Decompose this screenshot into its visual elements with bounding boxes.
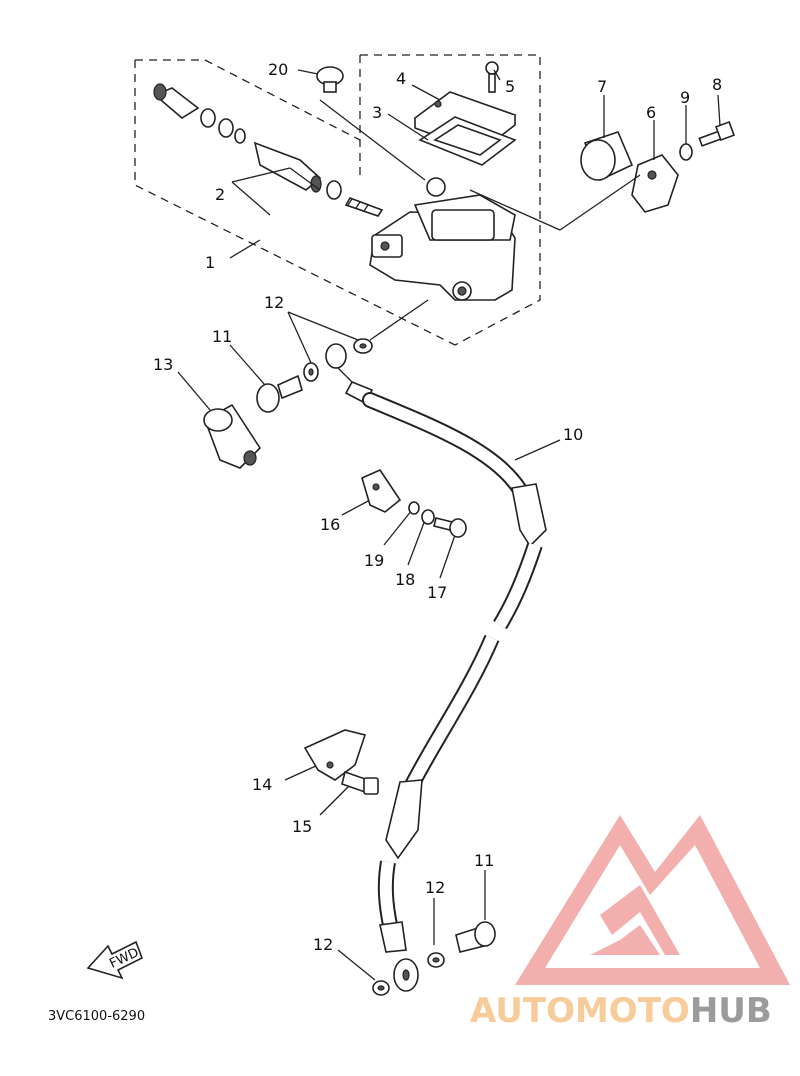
callout: 1 bbox=[205, 253, 215, 272]
callout: 19 bbox=[364, 551, 384, 570]
clamp-screw bbox=[433, 517, 467, 538]
automotohub-logo: AUTOMOTOHUB bbox=[470, 815, 790, 1031]
lever-washer bbox=[679, 143, 693, 161]
callout: 20 bbox=[268, 60, 288, 79]
washer-lower-2 bbox=[372, 980, 390, 996]
callout: 11 bbox=[474, 851, 494, 870]
callout: 11 bbox=[212, 327, 232, 346]
clamp-washer bbox=[408, 501, 420, 515]
leader-lines bbox=[177, 69, 721, 981]
diagram-code: 3VC6100-6290 bbox=[48, 1009, 145, 1024]
diaphragm bbox=[418, 116, 517, 166]
callout-labels: 20 4 5 3 7 6 9 8 2 1 12 11 13 10 16 19 1… bbox=[153, 60, 722, 954]
callout: 17 bbox=[427, 583, 447, 602]
logo-brand-prefix: AUTOMOTO bbox=[470, 991, 690, 1031]
callout: 2 bbox=[215, 185, 225, 204]
lever-bolt bbox=[698, 121, 735, 147]
callout: 3 bbox=[372, 103, 382, 122]
logo-wordmark: AUTOMOTOHUB bbox=[470, 991, 772, 1031]
callout: 4 bbox=[396, 69, 406, 88]
assembly-boundary-master-cylinder bbox=[134, 54, 541, 346]
lever-holder-cover bbox=[580, 131, 634, 182]
callout: 8 bbox=[712, 75, 722, 94]
callout: 13 bbox=[153, 355, 173, 374]
callout: 12 bbox=[425, 878, 445, 897]
clamp-spring-washer bbox=[421, 509, 435, 525]
piston-kit bbox=[153, 83, 384, 217]
callout: 10 bbox=[563, 425, 583, 444]
cap-screw bbox=[485, 61, 499, 93]
callout: 12 bbox=[313, 935, 333, 954]
hose-clamp-lower bbox=[303, 729, 367, 781]
clamp-bolt bbox=[341, 770, 379, 795]
bolt-cap bbox=[203, 403, 262, 469]
callout: 9 bbox=[680, 88, 690, 107]
callout: 16 bbox=[320, 515, 340, 534]
washer-upper-2 bbox=[303, 362, 319, 382]
brake-hose bbox=[325, 343, 547, 992]
reservoir-plug bbox=[316, 66, 344, 93]
banjo-bolt-upper bbox=[256, 374, 303, 413]
lever-holder bbox=[631, 154, 679, 213]
callout: 5 bbox=[505, 77, 515, 96]
fwd-arrow: FWD bbox=[86, 940, 144, 980]
logo-brand-suffix: HUB bbox=[690, 991, 772, 1031]
callout: 12 bbox=[264, 293, 284, 312]
callout: 14 bbox=[252, 775, 272, 794]
banjo-bolt-lower bbox=[455, 921, 496, 953]
callout: 7 bbox=[597, 77, 607, 96]
washer-lower-1 bbox=[427, 952, 445, 968]
callout: 6 bbox=[646, 103, 656, 122]
master-cylinder-body bbox=[369, 177, 516, 301]
callout: 18 bbox=[395, 570, 415, 589]
callout: 15 bbox=[292, 817, 312, 836]
washer-upper-1 bbox=[353, 338, 373, 354]
hose-clamp-upper bbox=[361, 468, 402, 513]
fwd-label: FWD bbox=[107, 945, 141, 971]
